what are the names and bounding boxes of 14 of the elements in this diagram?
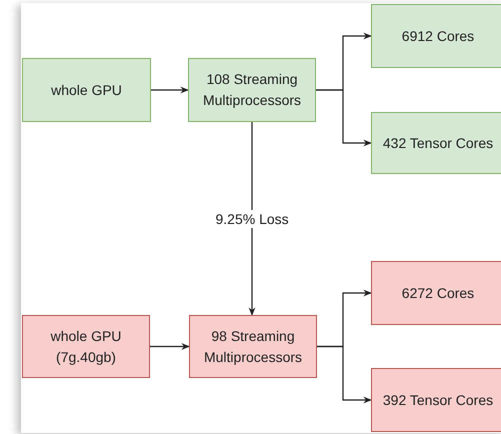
process-box: 6272 Cores [371,261,501,325]
arrow [248,122,256,316]
process-box: 6912 Cores [371,4,501,68]
process-box: 432 Tensor Cores [371,112,501,174]
process-box: 98 Streaming Multiprocessors [189,315,317,378]
arrow [316,89,372,146]
process-box: whole GPU (7g.40gb) [22,315,150,378]
process-box: 108 Streaming Multiprocessors [188,58,316,122]
process-box: whole GPU [22,58,151,122]
arrow [317,346,372,404]
arrow [150,343,190,350]
edge-label: 9.25% Loss [214,210,291,228]
process-box: 392 Tensor Cores [371,368,501,432]
arrow [151,86,189,94]
